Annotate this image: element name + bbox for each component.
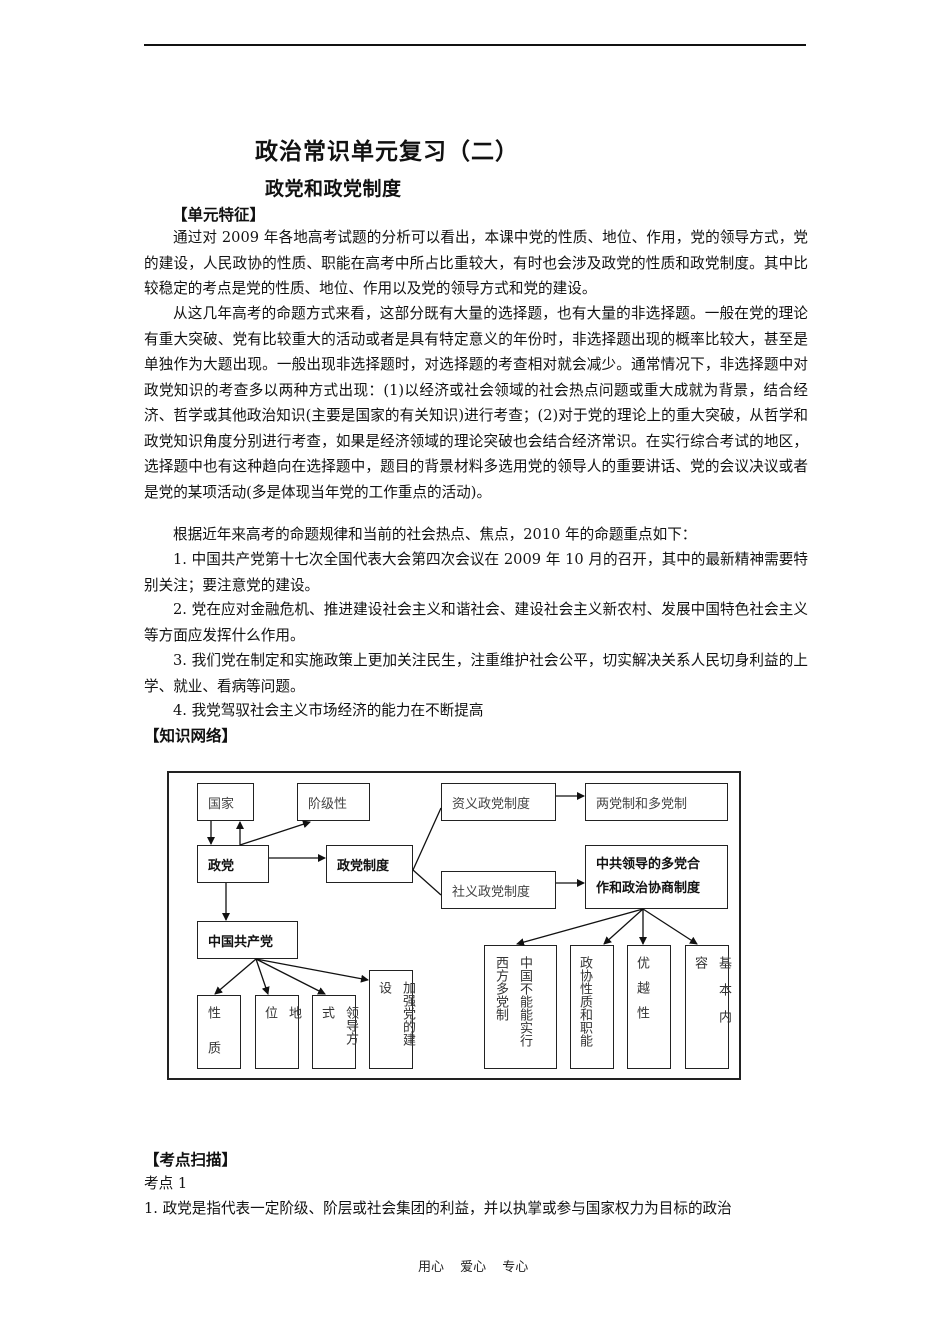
node-guojia: 国家 — [197, 783, 254, 821]
page-subtitle: 政党和政党制度 — [265, 178, 402, 200]
section-heading-unit-features: 【单元特征】 — [172, 206, 266, 224]
section-heading-exam-points: 【考点扫描】 — [144, 1151, 238, 1169]
node-youyuexing: 优越性 — [627, 945, 671, 1069]
knowledge-network-diagram — [167, 771, 741, 1080]
focus-item-2: 2. 党在应对金融危机、推进建设社会主义和谐社会、建设社会主义新农村、发展中国特… — [144, 601, 808, 644]
header-rule — [144, 44, 806, 46]
node-label-line2: 作和政治协商制度 — [596, 881, 701, 896]
node-label: 领导方 — [343, 1006, 358, 1045]
exam-point-label: 考点 1 — [144, 1175, 188, 1192]
node-label: 加强党的建 — [400, 981, 415, 1046]
node-label: 基本内 — [716, 956, 731, 1037]
node-dang-jianshe: 设 加强党的建 — [369, 970, 415, 1069]
node-ziyi-zhidu: 资义政党制度 — [441, 783, 556, 821]
paragraph-exam-style: 从这几年高考的命题方式来看，这部分既有大量的选择题，也有大量的非选择题。一般在党… — [144, 305, 808, 501]
node-zhengdang-zhidu: 政党制度 — [326, 845, 413, 883]
node-label: 政党 — [208, 858, 235, 874]
page-title: 政治常识单元复习（二） — [255, 139, 519, 165]
node-label: 社义政党制度 — [452, 884, 531, 900]
node-zhengdang: 政党 — [197, 845, 269, 883]
page-footer: 用心 爱心 专心 — [418, 1260, 529, 1275]
focus-item-4: 4. 我党驾驭社会主义市场经济的能力在不断提高 — [173, 702, 484, 719]
node-label: 政党制度 — [337, 858, 390, 874]
node-label-line1: 中共领导的多党合 — [596, 857, 701, 872]
node-label: 两党制和多党制 — [596, 796, 688, 812]
paragraph-intro: 通过对 2009 年各地高考试题的分析可以看出，本课中党的性质、地位、作用，党的… — [144, 229, 808, 297]
node-label: 性 — [205, 1006, 220, 1019]
node-jiben-neirong: 容 基本内 — [685, 945, 731, 1069]
node-zhengxie-xingzhi-zhineng: 政协性质和职能 — [570, 945, 614, 1069]
node-zhongguo-gongchandang: 中国共产党 — [197, 921, 298, 959]
paragraph-focus-intro: 根据近年来高考的命题规律和当前的社会热点、焦点，2010 年的命题重点如下： — [173, 526, 697, 543]
focus-item-1: 1. 中国共产党第十七次全国代表大会第四次会议在 2009 年 10 月的召开，… — [144, 551, 808, 594]
node-label: 位 — [262, 1006, 277, 1019]
focus-item-3: 3. 我们党在制定和实施政策上更加关注民生，注重维护社会公平，切实解决关系人民切… — [144, 652, 808, 695]
node-label: 政协性质和职能 — [577, 956, 592, 1047]
node-label: 优越性 — [634, 956, 649, 1031]
node-sheyi-zhidu: 社义政党制度 — [441, 871, 556, 909]
node-label: 式 — [319, 1006, 334, 1019]
node-label: 容 — [692, 956, 707, 969]
node-label: 中国共产党 — [208, 934, 274, 950]
node-zhonggong-duodang-hezuo: 中共领导的多党合 作和政治协商制度 — [585, 845, 728, 909]
node-lingdao-fangshi: 式 领导方 — [312, 995, 358, 1069]
node-xingzhi: 性 质 — [197, 995, 241, 1069]
node-label: 设 — [376, 981, 391, 994]
node-label: 阶级性 — [308, 796, 348, 812]
node-jiejixing: 阶级性 — [297, 783, 370, 821]
section-heading-knowledge-network: 【知识网络】 — [144, 727, 238, 745]
node-label: 质 — [205, 1041, 220, 1054]
node-label: 国家 — [208, 796, 235, 812]
node-xifang-duodangzhi: 西方多党制 中国不能能实行 — [484, 945, 557, 1069]
exam-point-1-text: 1. 政党是指代表一定阶级、阶层或社会集团的利益，并以执掌或参与国家权力为目标的… — [144, 1200, 732, 1217]
node-diwei: 位 地 — [255, 995, 301, 1069]
node-label: 中国不能能实行 — [517, 956, 532, 1047]
node-label: 地 — [286, 1006, 301, 1019]
node-label: 西方多党制 — [493, 956, 508, 1021]
node-liangdang-duodang: 两党制和多党制 — [585, 783, 728, 821]
node-label: 资义政党制度 — [452, 796, 531, 812]
